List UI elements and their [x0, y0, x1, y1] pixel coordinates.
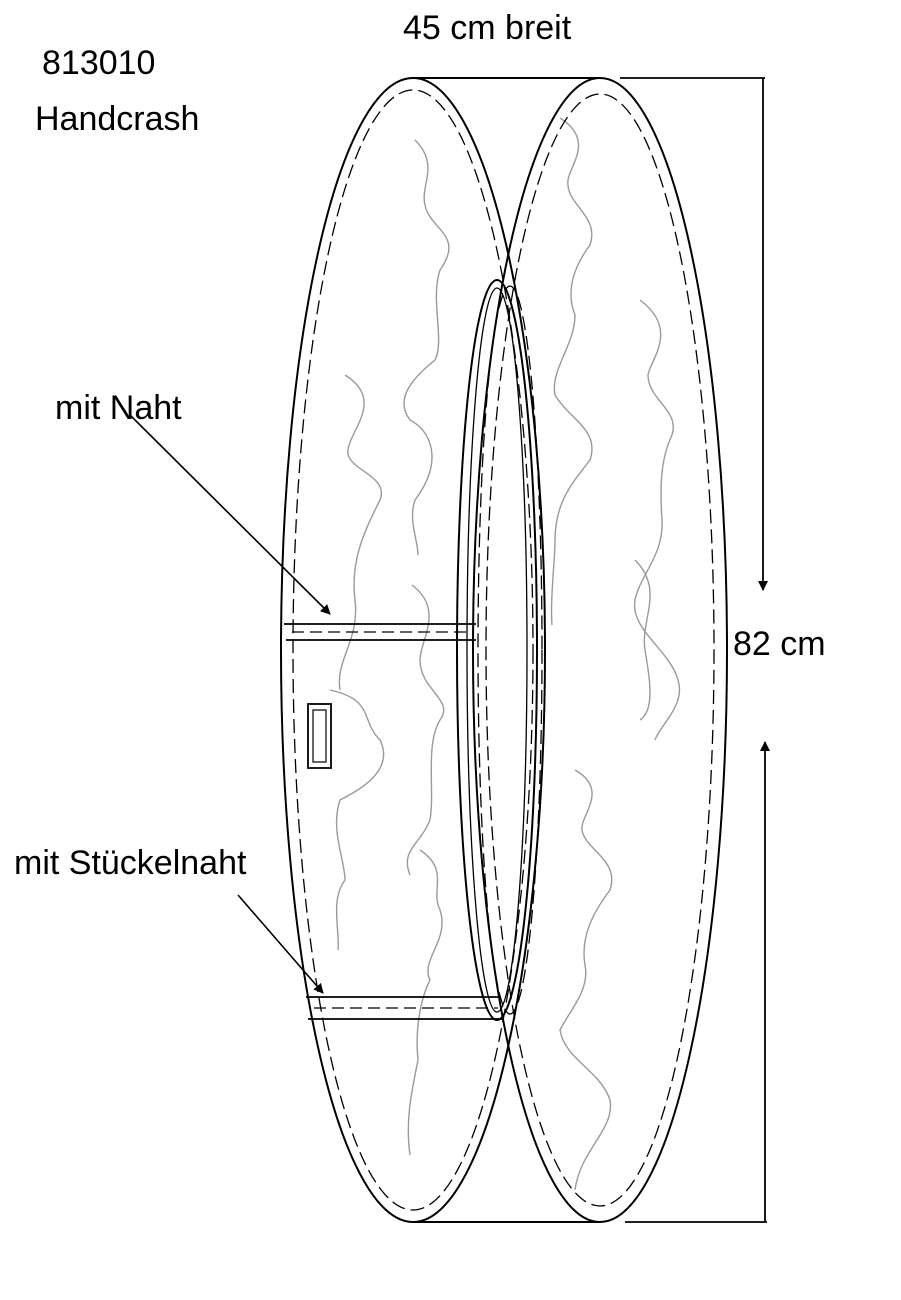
pattern-line [403, 139, 450, 556]
pattern-line [329, 689, 385, 951]
patched-seam-annotation: mit Stückelnaht [14, 844, 247, 882]
height-dimension [620, 77, 770, 1223]
pattern-line [633, 299, 681, 741]
inner-hole-edge-2 [466, 287, 528, 1013]
patched-seam-pointer [237, 894, 324, 994]
seam-band-upper [284, 623, 476, 641]
annotation-arrows [129, 414, 331, 994]
back-outer-stitch [485, 93, 715, 1207]
front-outer-stitch [292, 89, 534, 1211]
pattern-line [406, 584, 445, 876]
back-outer-edge [472, 77, 728, 1223]
ring-pad [280, 77, 728, 1223]
seam-annotation: mit Naht [55, 389, 182, 427]
product-name: Handcrash [35, 100, 200, 138]
inner-hole-stitch [477, 285, 543, 1015]
width-dimension-label: 45 cm breit [403, 9, 572, 47]
seam-band-lower [306, 996, 502, 1020]
seam-pointer [129, 414, 331, 615]
pattern-line [407, 849, 443, 1156]
inner-hole-edge [456, 279, 538, 1021]
height-dimension-label: 82 cm [733, 625, 826, 663]
front-outer-edge [280, 77, 546, 1223]
article-number: 813010 [42, 44, 156, 82]
fabric-pattern [329, 117, 681, 1191]
pattern-line [559, 769, 613, 1191]
pattern-line [550, 117, 593, 626]
handle [307, 703, 332, 769]
pattern-line [634, 559, 651, 721]
pattern-line [338, 374, 383, 691]
